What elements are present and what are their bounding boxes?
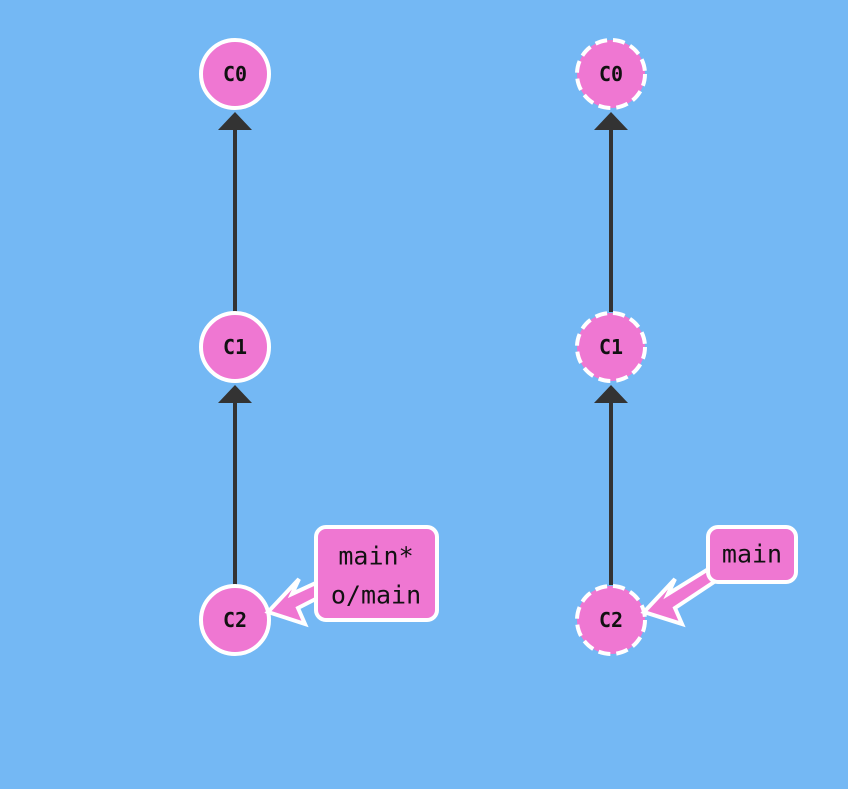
local-arrowhead-c1 — [218, 385, 252, 403]
remote-branch-arrow — [640, 565, 720, 628]
remote-commit-c0[interactable]: C0 — [575, 38, 647, 110]
remote-branch-label-main: main — [722, 540, 782, 569]
remote-commit-c0-label: C0 — [599, 62, 623, 86]
local-branch-label-main: main* — [338, 542, 413, 571]
remote-branch-box — [706, 525, 798, 584]
remote-branch-pointer[interactable]: main — [640, 525, 798, 628]
remote-commit-c1[interactable]: C1 — [575, 311, 647, 383]
local-commit-c0-label: C0 — [223, 62, 247, 86]
local-commit-c2-label: C2 — [223, 608, 247, 632]
local-branch-label-o-main: o/main — [331, 581, 421, 610]
local-repo: C0 C1 C2 main* o/main — [199, 38, 439, 656]
remote-repo: C0 C1 C2 main — [575, 38, 798, 656]
remote-commit-c2-label: C2 — [599, 608, 623, 632]
local-branch-box — [314, 525, 439, 622]
remote-arrowhead-c1 — [594, 385, 628, 403]
local-commit-c1-label: C1 — [223, 335, 247, 359]
local-commit-c2[interactable]: C2 — [199, 584, 271, 656]
local-commit-c1[interactable]: C1 — [199, 311, 271, 383]
remote-commit-c2[interactable]: C2 — [575, 584, 647, 656]
remote-arrowhead-c0 — [594, 112, 628, 130]
local-commit-c0[interactable]: C0 — [199, 38, 271, 110]
local-arrowhead-c0 — [218, 112, 252, 130]
local-branch-pointer[interactable]: main* o/main — [264, 525, 439, 628]
remote-edges — [594, 112, 628, 585]
local-edges — [218, 112, 252, 585]
remote-commit-c1-label: C1 — [599, 335, 623, 359]
